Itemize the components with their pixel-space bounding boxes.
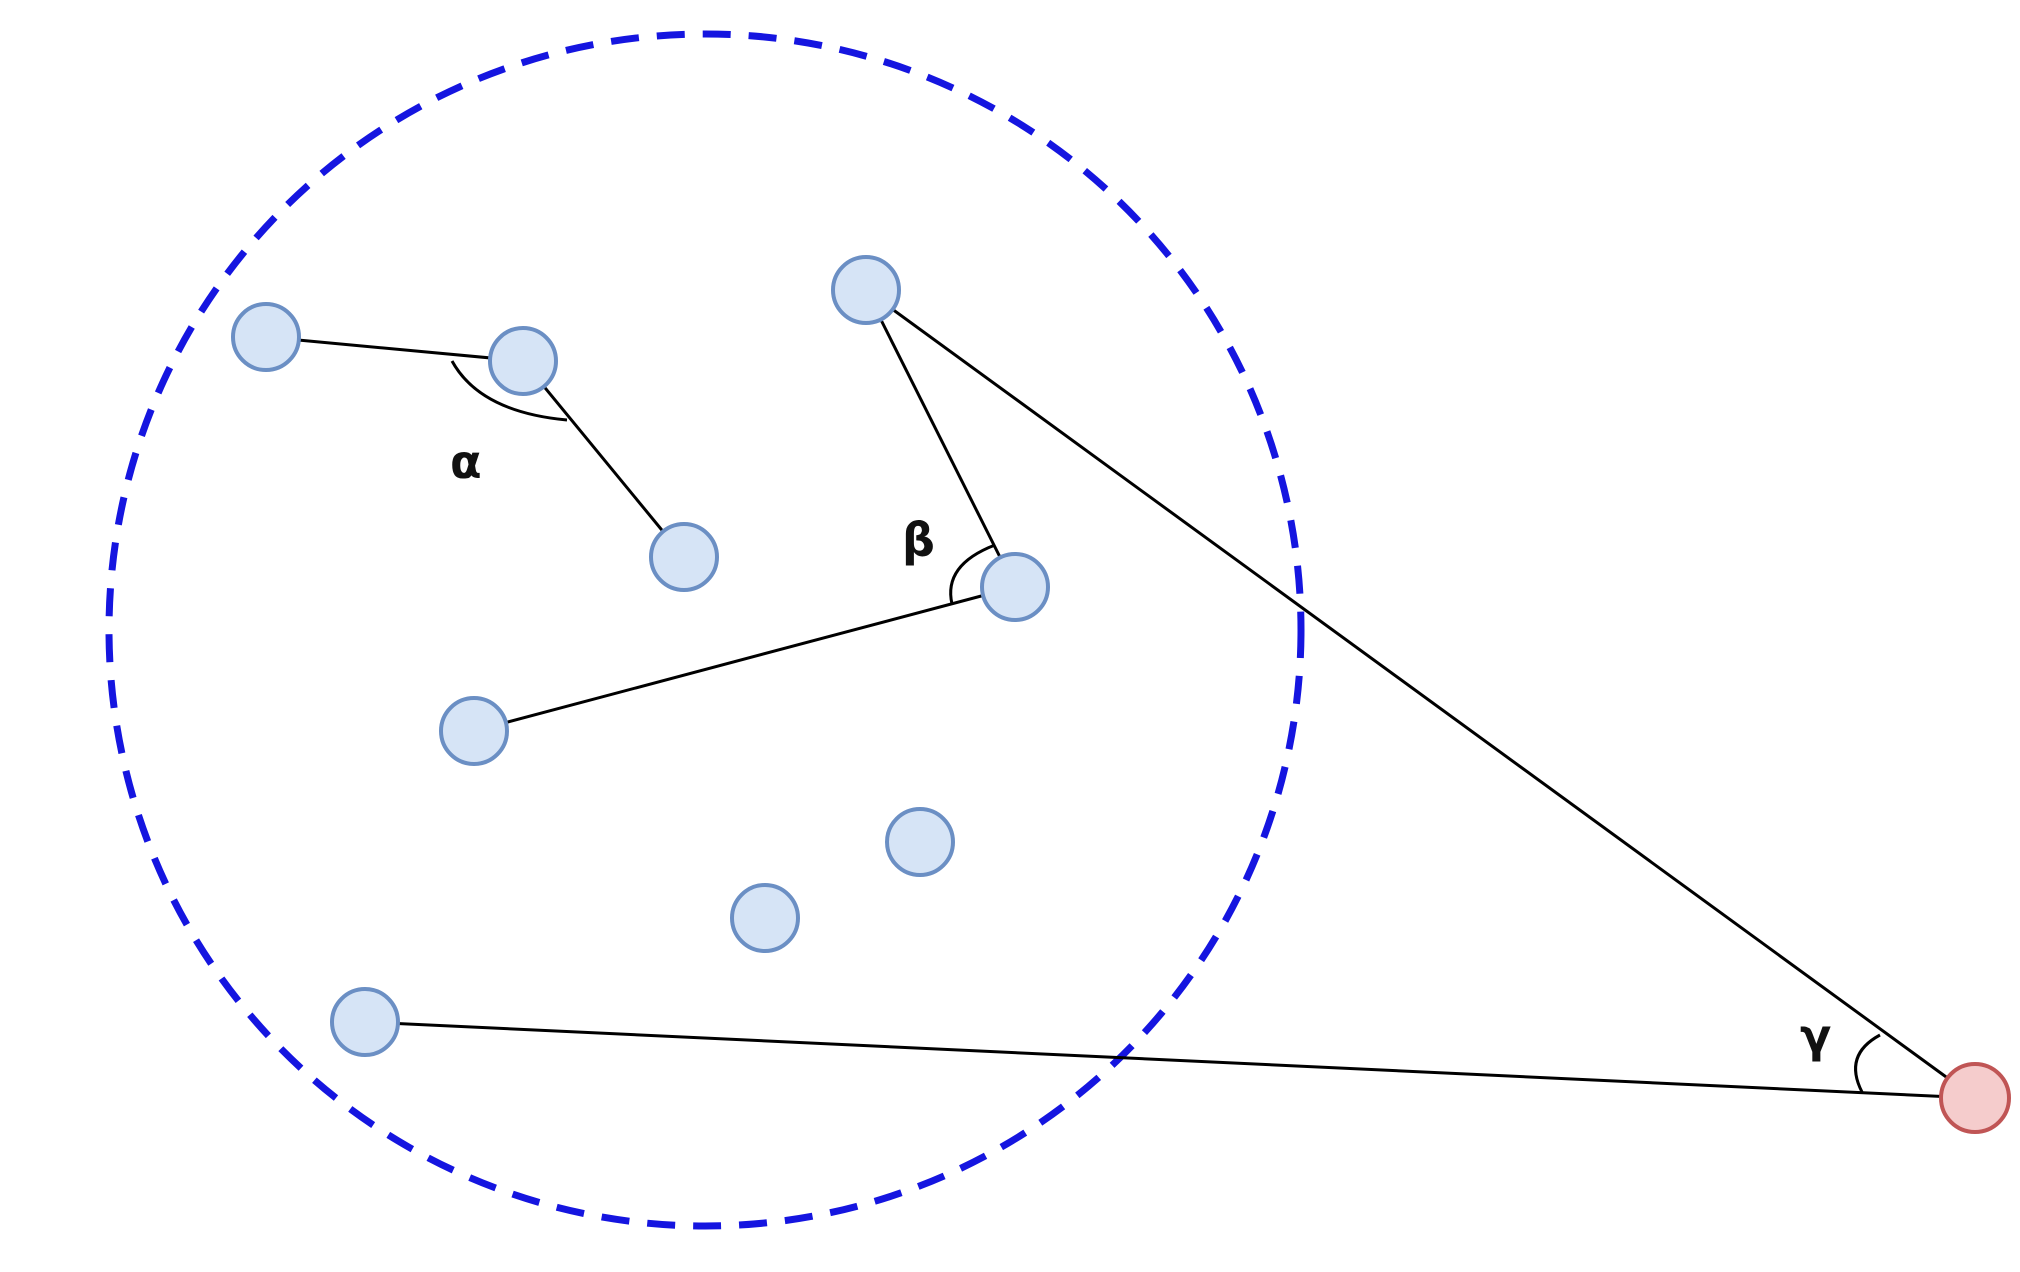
outer-node [1939, 1062, 2011, 1134]
node [885, 807, 955, 877]
edge-beta-lower [473, 585, 1016, 733]
alpha-label: α [450, 435, 482, 489]
edges [265, 288, 1976, 1100]
node [330, 987, 400, 1057]
edge-beta-upper [864, 289, 1017, 588]
node [831, 255, 901, 325]
node [439, 696, 509, 766]
gamma-label: γ [1800, 1009, 1831, 1063]
edge-gamma-lower [364, 1020, 1976, 1100]
node [488, 326, 558, 396]
edge-alpha-right [521, 360, 686, 558]
angle-arcs [450, 360, 1881, 1093]
beta-label: β [902, 513, 935, 567]
node [980, 552, 1050, 622]
edge-gamma-upper [865, 288, 1976, 1100]
beta-arc [949, 543, 996, 605]
inner-nodes [231, 255, 1050, 1057]
edge-alpha-left [265, 335, 524, 363]
node [730, 883, 800, 953]
node [231, 302, 301, 372]
alpha-arc [450, 360, 568, 422]
node [649, 522, 719, 592]
gamma-arc [1854, 1033, 1881, 1093]
boundary-circle [105, 30, 1305, 1230]
